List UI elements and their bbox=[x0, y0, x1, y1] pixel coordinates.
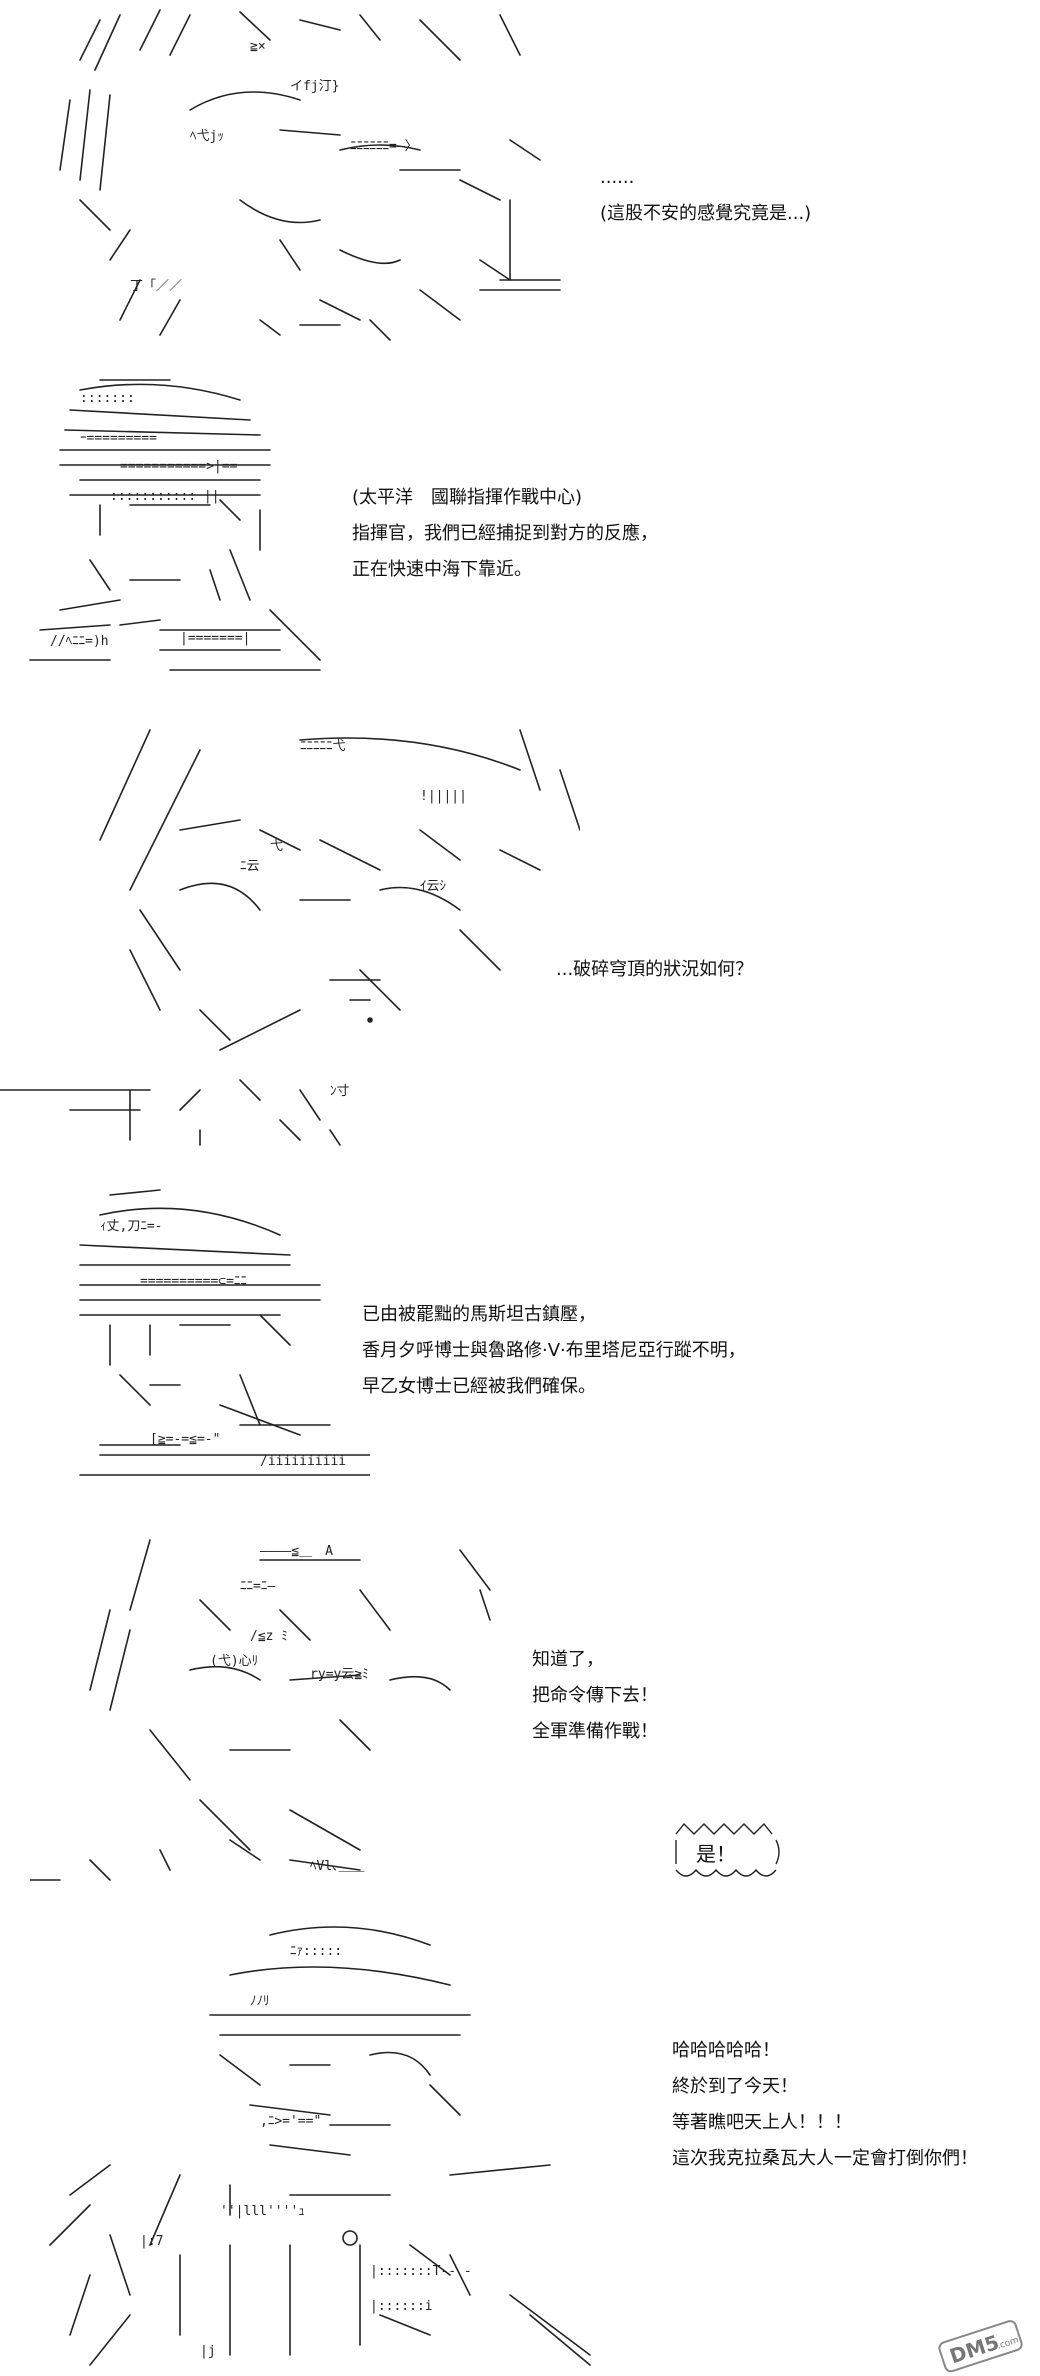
dm5-logo-icon: DM5 .com bbox=[938, 2320, 1023, 2372]
svg-text:ｨ丈,刀ﾆ=-: ｨ丈,刀ﾆ=- bbox=[100, 1219, 162, 1234]
girl-face-ascii-art: ≧× イfj汀} ﾍ弋jｯ ﾆﾆﾆﾆﾆﾆ=―〉 丁「／／ bbox=[59, 9, 561, 341]
panel-3: ﾆﾆﾆﾆﾆ弋 !||||| 弋 ﾆ云 ｲ云ｼ ﾝ寸 ...破碎穹頂的狀況如何？ bbox=[0, 710, 1040, 1160]
panel-5: ――――≦＿ A ﾆﾆ=ﾆ― /≦z ﾐ (弋)心ﾘ ry=y云≧ﾐ ﾍVl､＿… bbox=[0, 1530, 1040, 1910]
svg-text:/≦z ﾐ: /≦z ﾐ bbox=[250, 1629, 288, 1644]
commander-face-ascii-art: ﾆﾆﾆﾆﾆ弋 !||||| 弋 ﾆ云 ｲ云ｼ ﾝ寸 bbox=[0, 729, 580, 1146]
dialogue-line: (太平洋 國聯指揮作戰中心) bbox=[352, 487, 583, 508]
svg-text:|::::::i: |::::::i bbox=[370, 2299, 433, 2314]
svg-text:ry=y云≧ﾐ: ry=y云≧ﾐ bbox=[310, 1667, 369, 1682]
dialogue-line: 全軍準備作戰！ bbox=[532, 1721, 658, 1742]
svg-text:==========⊂=ﾆﾆ: ==========⊂=ﾆﾆ bbox=[140, 1274, 247, 1289]
svg-text:ﾆｧ:::::: ﾆｧ::::: bbox=[290, 1944, 342, 1959]
svg-text:''|lll''''ｭ: ''|lll''''ｭ bbox=[220, 2204, 305, 2219]
villain-laughing-ascii-art: ﾆｧ::::: ﾉﾉﾘ ,ﾆ>='==" ''|lll''''ｭ |:7 |::… bbox=[49, 1926, 591, 2366]
svg-text:ﾍ弋jｯ: ﾍ弋jｯ bbox=[190, 129, 224, 144]
dialogue-line: 終於到了今天！ bbox=[672, 2076, 798, 2097]
svg-text:/iiiiiiiiii: /iiiiiiiiii bbox=[260, 1454, 346, 1469]
svg-text:ｰ=========: ｰ========= bbox=[80, 431, 157, 446]
dialogue-line: 香月夕呼博士與魯路修·V·布里塔尼亞行蹤不明， bbox=[362, 1340, 746, 1361]
svg-text:::::::::::: ||: ::::::::::: || bbox=[110, 489, 220, 504]
svg-text:イfj汀}: イfj汀} bbox=[290, 79, 339, 94]
svg-text:ﾆﾆ=ﾆ―: ﾆﾆ=ﾆ― bbox=[240, 1579, 275, 1594]
svg-text:ﾝ寸: ﾝ寸 bbox=[330, 1084, 350, 1099]
svg-text:(弋)心ﾘ: (弋)心ﾘ bbox=[210, 1654, 258, 1669]
svg-text:,ﾆ>='==": ,ﾆ>='==" bbox=[260, 2114, 321, 2129]
dialogue-line: ...... bbox=[600, 167, 635, 188]
panel-2-dialogue: (太平洋 國聯指揮作戰中心) 指揮官，我們已經捕捉到對方的反應， 正在快速中海下… bbox=[352, 480, 658, 588]
svg-text:ｲ云ｼ: ｲ云ｼ bbox=[420, 879, 447, 894]
svg-text:!|||||: !||||| bbox=[420, 789, 467, 804]
dm5-watermark: DM5 .com bbox=[934, 2316, 1034, 2372]
svg-text:|j: |j bbox=[200, 2344, 216, 2359]
panel-4: ｨ丈,刀ﾆ=- ==========⊂=ﾆﾆ [≧=-=≦=-" /iiiiii… bbox=[0, 1175, 1040, 1515]
svg-text:|=======|: |=======| bbox=[180, 631, 250, 646]
svg-text:[≧=-=≦=-": [≧=-=≦=-" bbox=[150, 1432, 220, 1447]
svg-text:丁「／／: 丁「／／ bbox=[130, 279, 182, 294]
svg-text::::::::: ::::::: bbox=[80, 391, 135, 406]
dialogue-line: 正在快速中海下靠近。 bbox=[352, 559, 532, 580]
officer-cap-ascii-art: ::::::: ｰ========= ===========>|== :::::… bbox=[29, 379, 321, 671]
dialogue-line: 哈哈哈哈哈！ bbox=[672, 2040, 780, 2061]
panel-6-dialogue: 哈哈哈哈哈！ 終於到了今天！ 等著瞧吧天上人！！！ 這次我克拉桑瓦大人一定會打倒… bbox=[672, 2033, 978, 2177]
dialogue-line: 指揮官，我們已經捕捉到對方的反應， bbox=[352, 523, 658, 544]
dialogue-line: 知道了， bbox=[532, 1649, 604, 1670]
dialogue-line: 早乙女博士已經被我們確保。 bbox=[362, 1376, 596, 1397]
dialogue-line: (這股不安的感覺究竟是...) bbox=[600, 203, 812, 224]
dialogue-line: 等著瞧吧天上人！！！ bbox=[672, 2112, 852, 2133]
panel-2: ::::::: ｰ========= ===========>|== :::::… bbox=[0, 370, 1040, 700]
officer-cap-ascii-art-2: ｨ丈,刀ﾆ=- ==========⊂=ﾆﾆ [≧=-=≦=-" /iiiiii… bbox=[79, 1189, 370, 1476]
panel-1-dialogue: ...... (這股不安的感覺究竟是...) bbox=[600, 160, 811, 232]
svg-text:ﾍVl､＿＿: ﾍVl､＿＿ bbox=[310, 1859, 365, 1874]
sfx-text: 是！ bbox=[696, 1842, 736, 1866]
panel-4-dialogue: 已由被罷黜的馬斯坦古鎮壓， 香月夕呼博士與魯路修·V·布里塔尼亞行蹤不明， 早乙… bbox=[362, 1297, 746, 1405]
dialogue-line: 已由被罷黜的馬斯坦古鎮壓， bbox=[362, 1304, 596, 1325]
dialogue-line: ...破碎穹頂的狀況如何？ bbox=[556, 959, 754, 980]
dialogue-line: 把命令傳下去！ bbox=[532, 1685, 658, 1706]
svg-text://ﾍﾆﾆ=)h: //ﾍﾆﾆ=)h bbox=[50, 634, 109, 649]
svg-text:ﾉﾉﾘ: ﾉﾉﾘ bbox=[250, 1994, 270, 2009]
panel-1: ≧× イfj汀} ﾍ弋jｯ ﾆﾆﾆﾆﾆﾆ=―〉 丁「／／ ...... (這股不… bbox=[0, 0, 1040, 350]
sfx-bubble: 是！ bbox=[672, 1820, 782, 1884]
panel-6: ﾆｧ::::: ﾉﾉﾘ ,ﾆ>='==" ''|lll''''ｭ |:7 |::… bbox=[0, 1915, 1040, 2375]
svg-text:――――≦＿ A: ――――≦＿ A bbox=[260, 1544, 333, 1559]
commander-face-ascii-art-2: ――――≦＿ A ﾆﾆ=ﾆ― /≦z ﾐ (弋)心ﾘ ry=y云≧ﾐ ﾍVl､＿… bbox=[30, 1539, 491, 1881]
svg-text:===========>|==: ===========>|== bbox=[120, 459, 238, 474]
svg-text:ﾆ云: ﾆ云 bbox=[240, 859, 260, 874]
panel-5-dialogue: 知道了， 把命令傳下去！ 全軍準備作戰！ bbox=[532, 1642, 658, 1750]
svg-text:ﾆﾆﾆﾆﾆ弋: ﾆﾆﾆﾆﾆ弋 bbox=[300, 739, 346, 754]
dialogue-line: 這次我克拉桑瓦大人一定會打倒你們！ bbox=[672, 2148, 978, 2169]
svg-text:弋: 弋 bbox=[270, 839, 283, 854]
svg-text:≧×: ≧× bbox=[250, 39, 266, 54]
spiky-bubble-icon bbox=[675, 1822, 780, 1877]
svg-text:|:::::::T-- -: |:::::::T-- - bbox=[370, 2264, 472, 2279]
svg-text:ﾆﾆﾆﾆﾆﾆ=―〉: ﾆﾆﾆﾆﾆﾆ=―〉 bbox=[350, 139, 418, 154]
svg-text:|:7: |:7 bbox=[140, 2234, 163, 2249]
panel-3-dialogue: ...破碎穹頂的狀況如何？ bbox=[556, 952, 753, 988]
